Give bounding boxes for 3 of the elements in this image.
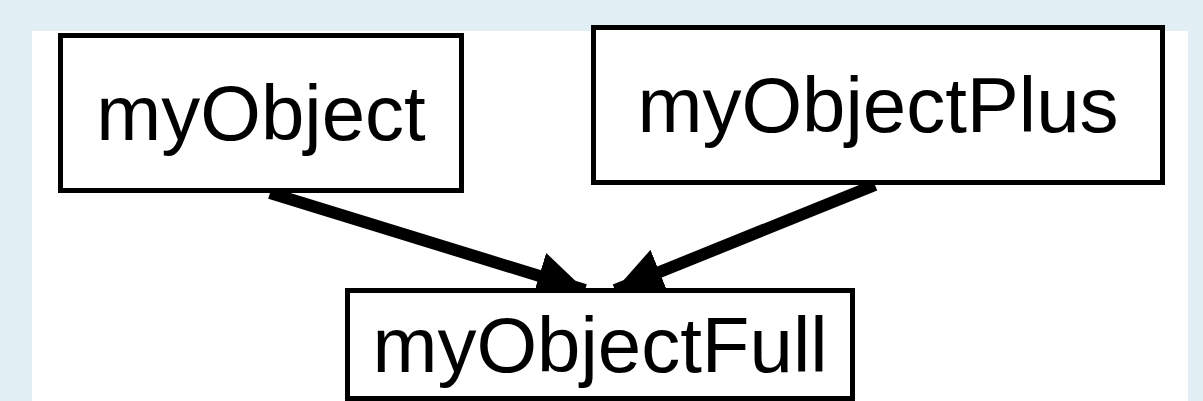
class-box	[591, 25, 1165, 185]
class-box	[58, 33, 464, 193]
class-box	[345, 288, 855, 401]
